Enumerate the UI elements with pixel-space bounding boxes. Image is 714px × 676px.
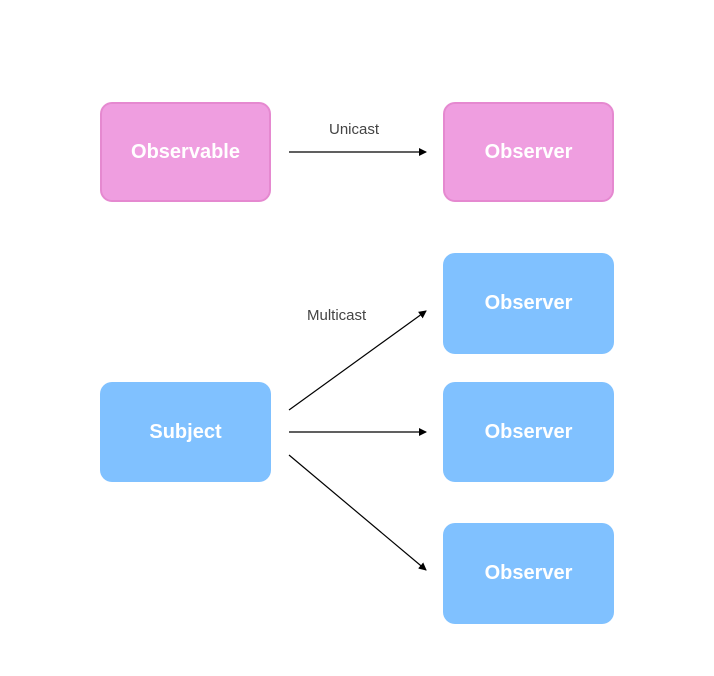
observable-node: Observable: [100, 102, 271, 202]
subject-node: Subject: [100, 382, 271, 482]
observer-node-multicast-2: Observer: [443, 382, 614, 482]
observer-node-multicast-1: Observer: [443, 253, 614, 354]
unicast-label: Unicast: [329, 121, 380, 138]
observer-node-unicast: Observer: [443, 102, 614, 202]
multicast-arrow-bottom: [288, 454, 427, 571]
multicast-arrow-top: [288, 310, 427, 411]
multicast-label: Multicast: [307, 307, 367, 324]
observer-node-multicast-3: Observer: [443, 523, 614, 624]
